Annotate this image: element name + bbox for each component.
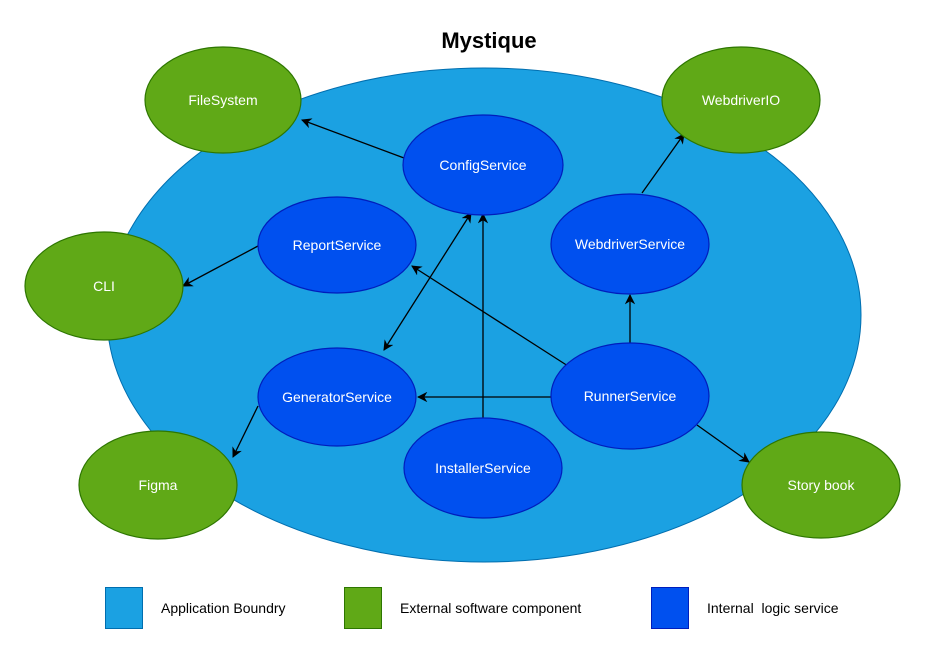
edge-report-to-cli: [182, 245, 259, 287]
legend-internal-swatch: [651, 587, 689, 629]
node-figma: Figma: [78, 430, 238, 540]
node-webdriverio: WebdriverIO: [661, 46, 821, 154]
node-config-service: ConfigService: [402, 114, 564, 216]
diagram-title: Mystique: [441, 28, 536, 53]
edge-generator-to-figma: [232, 405, 259, 458]
node-storybook-label: Story book: [788, 477, 856, 493]
edge-runner-to-storybook: [696, 424, 750, 463]
node-generator-service-label: GeneratorService: [282, 389, 392, 405]
node-filesystem: FileSystem: [144, 46, 302, 154]
node-generator-service: GeneratorService: [257, 347, 417, 447]
node-cli-label: CLI: [93, 278, 115, 294]
node-config-service-label: ConfigService: [439, 157, 526, 173]
node-storybook: Story book: [741, 431, 901, 539]
node-installer-service: InstallerService: [403, 417, 563, 519]
node-runner-service-label: RunnerService: [584, 388, 677, 404]
node-filesystem-label: FileSystem: [188, 92, 257, 108]
legend-external-swatch: [344, 587, 382, 629]
legend-internal: Internal logic service: [651, 587, 839, 629]
legend-internal-label: Internal logic service: [707, 600, 839, 616]
legend-external: External software component: [344, 587, 582, 629]
edge-config-generator-bidirectional: [383, 212, 472, 351]
edge-webdriver-to-webdriverio: [641, 133, 685, 194]
edge-config-to-filesystem: [301, 118, 405, 159]
node-figma-label: Figma: [139, 477, 178, 493]
legend-boundary-swatch: [105, 587, 143, 629]
legend-external-label: External software component: [400, 600, 582, 616]
node-cli: CLI: [24, 231, 184, 341]
node-installer-service-label: InstallerService: [435, 460, 531, 476]
node-report-service: ReportService: [257, 196, 417, 294]
node-webdriver-service-label: WebdriverService: [575, 236, 685, 252]
node-report-service-label: ReportService: [293, 237, 382, 253]
legend-boundary-label: Application Boundry: [161, 600, 286, 616]
node-runner-service: RunnerService: [550, 342, 710, 450]
legend-boundary: Application Boundry: [105, 587, 286, 629]
node-webdriver-service: WebdriverService: [550, 193, 710, 295]
node-webdriverio-label: WebdriverIO: [702, 92, 780, 108]
